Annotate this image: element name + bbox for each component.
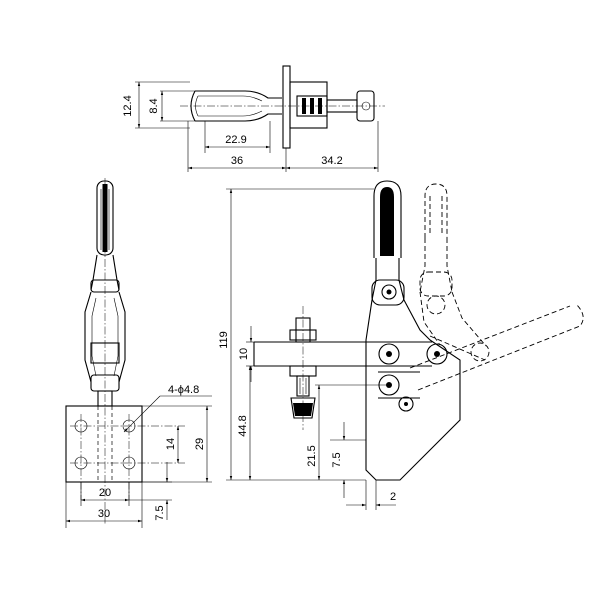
- dim-20: 20: [99, 487, 111, 499]
- dim-22-9: 22.9: [225, 134, 246, 146]
- dim-36: 36: [231, 155, 243, 167]
- dim-7-5-front: 7.5: [331, 452, 343, 467]
- dim-119: 119: [218, 331, 230, 349]
- open-position-phantom: [409, 183, 584, 391]
- top-view: 12.4 8.4 22.9 36 34.2: [122, 65, 385, 172]
- dim-7-5-base: 7.5: [154, 505, 166, 520]
- front-grip: [373, 180, 402, 258]
- dim-10: 10: [238, 348, 250, 360]
- dim-34-2: 34.2: [321, 155, 342, 167]
- dim-14: 14: [165, 438, 177, 450]
- dim-29: 29: [194, 438, 206, 450]
- rubber-tip: [290, 397, 316, 419]
- base-plate: [65, 405, 143, 483]
- dim-2: 2: [390, 491, 396, 503]
- dim-21-5: 21.5: [306, 445, 318, 466]
- front-view: 119 10 44.8 21.5 7.5 2: [218, 180, 584, 510]
- front-body-frame: [365, 299, 461, 481]
- dim-8-4: 8.4: [148, 98, 160, 113]
- dim-12-4: 12.4: [122, 95, 134, 116]
- side-view: 4-ϕ4.8 14 29 20 30 7.5: [65, 178, 212, 528]
- hole-callout: 4-ϕ4.8: [168, 384, 199, 396]
- front-clamp-arm: [253, 341, 432, 367]
- top-plate: [282, 65, 291, 149]
- dim-30: 30: [98, 508, 110, 520]
- dim-44-8: 44.8: [237, 415, 249, 436]
